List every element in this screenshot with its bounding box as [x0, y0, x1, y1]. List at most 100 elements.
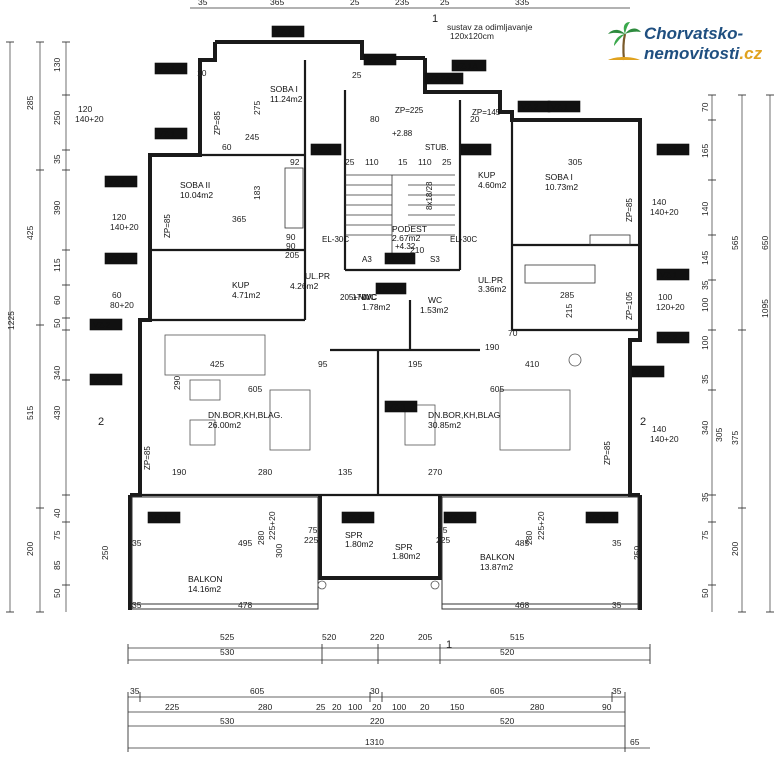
- room-area: 1.78m2: [362, 302, 391, 312]
- dim-inner: 485: [515, 538, 529, 548]
- dim-bottom: 220: [370, 716, 384, 726]
- dim-inner: 60: [112, 290, 122, 300]
- room-name: BALKON: [188, 574, 223, 584]
- wall-tag-text: VZ-1 VZ-1 VZ-2 VZ-1A VZ-2A VZ-2 VZ-1 VZ-…: [93, 28, 678, 523]
- dim-bottom: 100: [392, 702, 406, 712]
- dim-left-inner: 115: [52, 258, 62, 272]
- dim-bottom: 30: [370, 686, 380, 696]
- dim-bottom: 530: [220, 647, 234, 657]
- tag-vz2: VZ-2: [521, 103, 539, 112]
- dim-inner: 25: [442, 157, 452, 167]
- dim-inner: 10: [197, 68, 207, 78]
- room-name: SOBA I: [270, 84, 298, 94]
- dim-right-mid: 375: [730, 431, 740, 445]
- tag-vz1: VZ-1: [158, 65, 176, 74]
- brand-logo: Chorvatsko- nemovitosti.cz: [606, 22, 776, 66]
- wall-tags: [89, 25, 690, 524]
- room-name: KUP: [478, 170, 496, 180]
- dim-inner: 120+20: [656, 302, 685, 312]
- room-area: 1.80m2: [345, 539, 374, 549]
- tag-vz1: VZ-1: [275, 28, 293, 37]
- dim-inner: 90: [286, 241, 296, 251]
- dim-inner: 25: [352, 70, 362, 80]
- dim-left-inner: 130: [52, 58, 62, 72]
- room-area: 30.85m2: [428, 420, 461, 430]
- tag-vz1: VZ-1: [589, 514, 607, 523]
- brand-name-line1: Chorvatsko-: [644, 24, 744, 43]
- tag-vz2: VZ-2: [345, 514, 363, 523]
- dim-bottom: 520: [500, 716, 514, 726]
- door-label: A3: [362, 255, 372, 264]
- dim-left-inner: 340: [52, 366, 62, 380]
- dim-left-mid: 515: [25, 406, 35, 420]
- top-note: sustav za odimljavanje 120x120cm: [447, 22, 533, 41]
- dim-inner: 120: [112, 212, 126, 222]
- dim-inner: 75: [438, 525, 448, 535]
- zp-label: ZP=85: [603, 441, 612, 465]
- top-dimensions: 35 365 25 235 25 335: [198, 0, 529, 7]
- room-name: PODEST: [392, 224, 427, 234]
- dim-inner: 190: [172, 467, 186, 477]
- tag-uz1: UZ-1: [314, 146, 332, 155]
- dim-left-inner: 50: [52, 318, 62, 328]
- room-area: 1.53m2: [420, 305, 449, 315]
- tag-vz2: VZ-2: [660, 334, 678, 343]
- dim-top: 25: [440, 0, 450, 7]
- dim-inner: 35: [132, 600, 142, 610]
- dim-inner: 285: [560, 290, 574, 300]
- dim-inner: 110: [365, 157, 379, 167]
- dim-inner: 225: [436, 535, 450, 545]
- dim-inner: 425: [210, 359, 224, 369]
- dim-left-inner: 75: [52, 530, 62, 540]
- dim-bottom: 20: [420, 702, 430, 712]
- dim-inner: 300: [274, 544, 284, 558]
- dim-inner: 95: [318, 359, 328, 369]
- dim-bottom: 150: [450, 702, 464, 712]
- dim-bottom: 605: [490, 686, 504, 696]
- room-name: WC: [362, 292, 376, 302]
- room-name: SOBA I: [545, 172, 573, 182]
- dim-bottom: 220: [370, 632, 384, 642]
- dim-right-mid: 650: [760, 236, 770, 250]
- dim-right-inner: 70: [700, 102, 710, 112]
- brand-domain: nemovitosti: [644, 44, 740, 63]
- dim-right-inner: 100: [700, 298, 710, 312]
- dim-inner: 20: [470, 114, 480, 124]
- dim-left-inner: 50: [52, 588, 62, 598]
- dim-inner: 100: [658, 292, 672, 302]
- dim-inner: 195: [408, 359, 422, 369]
- tag-vz2: VZ-2: [93, 321, 111, 330]
- section-mark: 2: [98, 416, 104, 428]
- dim-inner: 225+20: [267, 511, 277, 540]
- room-name: DN.BOR,KH,BLAG.: [208, 410, 283, 420]
- dim-inner: 120: [78, 104, 92, 114]
- dim-inner: 140+20: [75, 114, 104, 124]
- chimney-note: sustav za odimljavanje: [447, 22, 533, 32]
- tag-uz1: UZ-1: [388, 255, 406, 264]
- room-name: WC: [428, 295, 442, 305]
- room-area: 26.00m2: [208, 420, 241, 430]
- dim-bottom: 1310: [365, 737, 384, 747]
- dim-bottom: 280: [258, 702, 272, 712]
- tag-vz1: VZ-1: [660, 146, 678, 155]
- dim-inner: 170: [352, 292, 366, 302]
- dim-bottom: 20: [372, 702, 382, 712]
- stair-label: STUB.: [425, 143, 449, 152]
- dim-left-inner: 40: [52, 508, 62, 518]
- wardrobes: [284, 167, 631, 284]
- dim-inner: 183: [252, 186, 262, 200]
- dim-right-inner: 165: [700, 144, 710, 158]
- tag-uz2: UZ-2: [379, 285, 397, 294]
- tag-vz3: VZ-3: [388, 403, 406, 412]
- room-area: 13.87m2: [480, 562, 513, 572]
- dim-inner: 280: [258, 467, 272, 477]
- zp-label: ZP=225: [395, 106, 424, 115]
- dim-inner: 280: [524, 531, 534, 545]
- inner-walls: [140, 60, 640, 497]
- dim-inner: 280: [256, 531, 266, 545]
- dim-inner: 478: [238, 600, 252, 610]
- dim-right-inner: 35: [700, 492, 710, 502]
- door-label: EL-30C: [450, 235, 477, 244]
- dim-bottom: 100: [348, 702, 362, 712]
- dim-left-inner: 35: [52, 154, 62, 164]
